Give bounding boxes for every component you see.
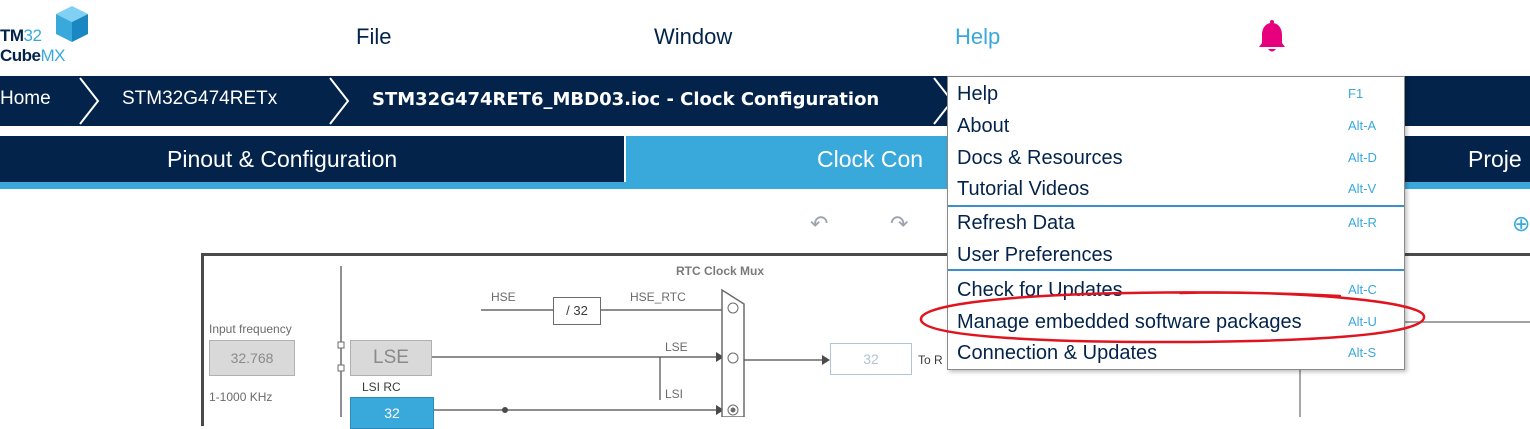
tab-pinout-configuration[interactable]: Pinout & Configuration — [0, 136, 624, 182]
cube-icon — [56, 6, 88, 42]
breadcrumb-mcu[interactable]: STM32G474RETx — [122, 88, 278, 109]
menu-separator — [948, 269, 1404, 271]
tab-underline — [0, 182, 1530, 189]
rtc-clock-mux-title: RTC Clock Mux — [676, 264, 765, 278]
breadcrumb-project[interactable]: STM32G474RET6_MBD03.ioc - Clock Configur… — [372, 89, 880, 110]
rtc-output-frequency[interactable]: 32 — [830, 343, 912, 375]
top-menu-bar: TM32 CubeMX File Window Help — [0, 0, 1530, 76]
help-dropdown-menu: Help F1 About Alt-A Docs & Resources Alt… — [947, 76, 1405, 370]
tab-project-manager[interactable]: Proje — [1400, 136, 1530, 182]
menu-item-tutorial-videos[interactable]: Tutorial Videos Alt-V — [957, 178, 1377, 200]
breadcrumb-home[interactable]: Home — [0, 88, 51, 109]
hse-label: HSE — [491, 290, 516, 304]
menu-help[interactable]: Help — [955, 24, 1001, 49]
clock-tree-wires — [337, 266, 1530, 417]
menu-separator — [948, 205, 1404, 207]
menu-window[interactable]: Window — [654, 24, 733, 49]
lse-line-label: LSE — [665, 340, 688, 354]
breadcrumb-chevron-icon — [79, 77, 100, 125]
undo-icon[interactable]: ↶ — [810, 211, 829, 236]
menu-item-docs-resources[interactable]: Docs & Resources Alt-D — [957, 147, 1377, 169]
lse-frequency-input[interactable]: 32.768 — [209, 340, 295, 376]
menu-item-manage-embedded-software-packages[interactable]: Manage embedded software packages Alt-U — [957, 311, 1377, 333]
menu-item-check-for-updates[interactable]: Check for Updates Alt-C — [957, 279, 1377, 301]
hse-divider-32[interactable]: / 32 — [553, 297, 601, 325]
menu-item-help[interactable]: Help F1 — [957, 83, 1364, 105]
menu-item-refresh-data[interactable]: Refresh Data Alt-R — [957, 212, 1377, 234]
lse-block[interactable]: LSE — [350, 340, 432, 376]
frequency-range-label: 1-1000 KHz — [209, 390, 273, 404]
menu-item-about[interactable]: About Alt-A — [957, 115, 1377, 137]
clock-tree-canvas — [201, 253, 1530, 426]
lsi-line-label: LSI — [665, 387, 684, 401]
lsi-rc-label: LSI RC — [362, 380, 401, 394]
to-rtc-label: To R — [918, 353, 943, 367]
hse-rtc-label: HSE_RTC — [630, 290, 686, 304]
notification-bell-icon[interactable] — [1256, 20, 1288, 54]
stm32cubemx-logo: TM32 CubeMX — [0, 4, 100, 70]
menu-file[interactable]: File — [356, 24, 392, 49]
menu-item-user-preferences[interactable]: User Preferences — [957, 244, 1113, 266]
lsi-rc-block[interactable]: 32 — [350, 397, 434, 429]
zoom-in-icon[interactable]: ⊕ — [1512, 211, 1530, 236]
menu-item-connection-updates[interactable]: Connection & Updates Alt-S — [957, 342, 1377, 364]
redo-icon[interactable]: ↷ — [890, 211, 909, 236]
input-frequency-label: Input frequency — [209, 322, 292, 336]
breadcrumb-chevron-icon — [329, 77, 350, 125]
